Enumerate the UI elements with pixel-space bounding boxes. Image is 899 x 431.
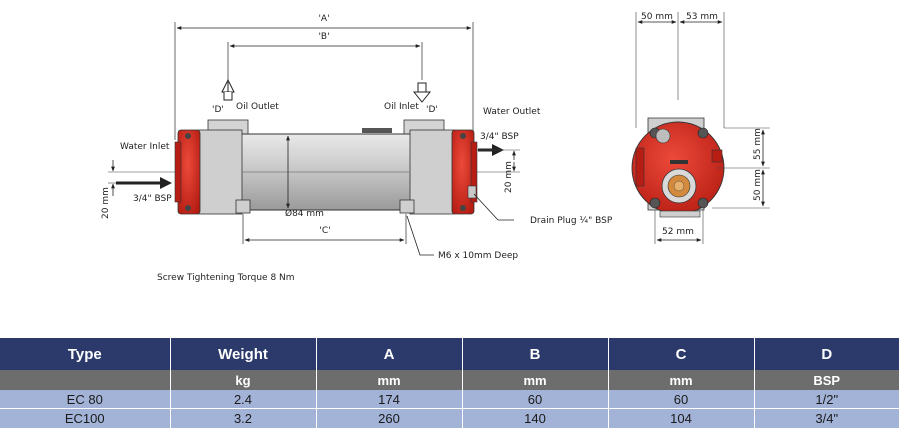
dimension-c: 'C' [242, 214, 407, 244]
unit-d: BSP [754, 370, 899, 390]
left-end-cap [174, 129, 201, 215]
cell-type: EC 80 [0, 390, 171, 409]
h20-left-label: 20 mm [101, 187, 111, 219]
m6-leader [406, 215, 434, 256]
dim-a-label: 'A' [318, 14, 329, 24]
table-header-row: Type Weight A B C D [0, 338, 899, 370]
table-units-row: kg mm mm mm BSP [0, 370, 899, 390]
cell-a: 174 [316, 390, 463, 409]
w50-label: 50 mm [641, 12, 673, 22]
torque-note: Screw Tightening Torque 8 Nm [157, 273, 295, 283]
d-left-label: 'D' [212, 105, 224, 115]
header-weight: Weight [170, 338, 317, 370]
h55-label: 55 mm [753, 128, 763, 160]
cooler-body: Ø84 mm [197, 119, 455, 219]
d-right-label: 'D' [426, 105, 438, 115]
water-inlet-arrow [116, 177, 172, 189]
cell-type: EC100 [0, 408, 171, 428]
unit-a: mm [316, 370, 463, 390]
dimension-20-left: 20 mm [101, 160, 176, 219]
cell-d: 3/4" [754, 408, 899, 428]
cell-b: 60 [462, 390, 609, 409]
unit-b: mm [462, 370, 609, 390]
bsp-right-label: 3/4" BSP [480, 132, 519, 142]
cell-a: 260 [316, 408, 463, 428]
unit-type [0, 370, 171, 390]
table-row: EC100 3.2 260 140 104 3/4" [0, 408, 899, 428]
w52-label: 52 mm [662, 227, 694, 237]
cell-weight: 3.2 [170, 408, 317, 428]
dim-c-label: 'C' [319, 226, 330, 236]
cell-weight: 2.4 [170, 390, 317, 409]
m6-label: M6 x 10mm Deep [438, 251, 518, 261]
header-d: D [754, 338, 899, 370]
spec-table: Type Weight A B C D kg mm mm mm BSP EC 8… [0, 338, 899, 428]
drain-plug-leader [473, 193, 514, 221]
header-a: A [316, 338, 463, 370]
dimension-20-right: 20 mm [476, 149, 520, 193]
header-b: B [462, 338, 609, 370]
right-end-cap [451, 129, 478, 215]
dia-label: Ø84 mm [285, 208, 324, 219]
water-outlet-label: Water Outlet [483, 107, 541, 117]
h20-right-label: 20 mm [504, 161, 514, 193]
drain-plug-label: Drain Plug ¼" BSP [530, 216, 613, 226]
oil-inlet-label: Oil Inlet [384, 102, 419, 112]
header-c: C [608, 338, 755, 370]
side-view: 'A' 'B' 'D' Oil Outlet Oil Inlet 'D' Wat… [101, 14, 613, 283]
table-row: EC 80 2.4 174 60 60 1/2" [0, 390, 899, 409]
unit-c: mm [608, 370, 755, 390]
end-view: 50 mm 53 mm 55 mm 50 mm 52 mm [631, 12, 770, 244]
dimension-b: 'B' [227, 32, 423, 80]
unit-weight: kg [170, 370, 317, 390]
oil-inlet-arrow [412, 82, 432, 103]
h50-label: 50 mm [753, 169, 763, 201]
cell-c: 104 [608, 408, 755, 428]
w53-label: 53 mm [686, 12, 718, 22]
header-type: Type [0, 338, 171, 370]
dim-b-label: 'B' [318, 32, 329, 42]
cell-d: 1/2" [754, 390, 899, 409]
dimension-a: 'A' [174, 14, 474, 140]
technical-drawing: 'A' 'B' 'D' Oil Outlet Oil Inlet 'D' Wat… [101, 12, 770, 283]
bsp-left-label: 3/4" BSP [133, 194, 172, 204]
cell-c: 60 [608, 390, 755, 409]
oil-outlet-label: Oil Outlet [236, 102, 279, 112]
cell-b: 140 [462, 408, 609, 428]
oil-outlet-arrow [221, 78, 235, 101]
water-inlet-label: Water Inlet [120, 142, 170, 152]
